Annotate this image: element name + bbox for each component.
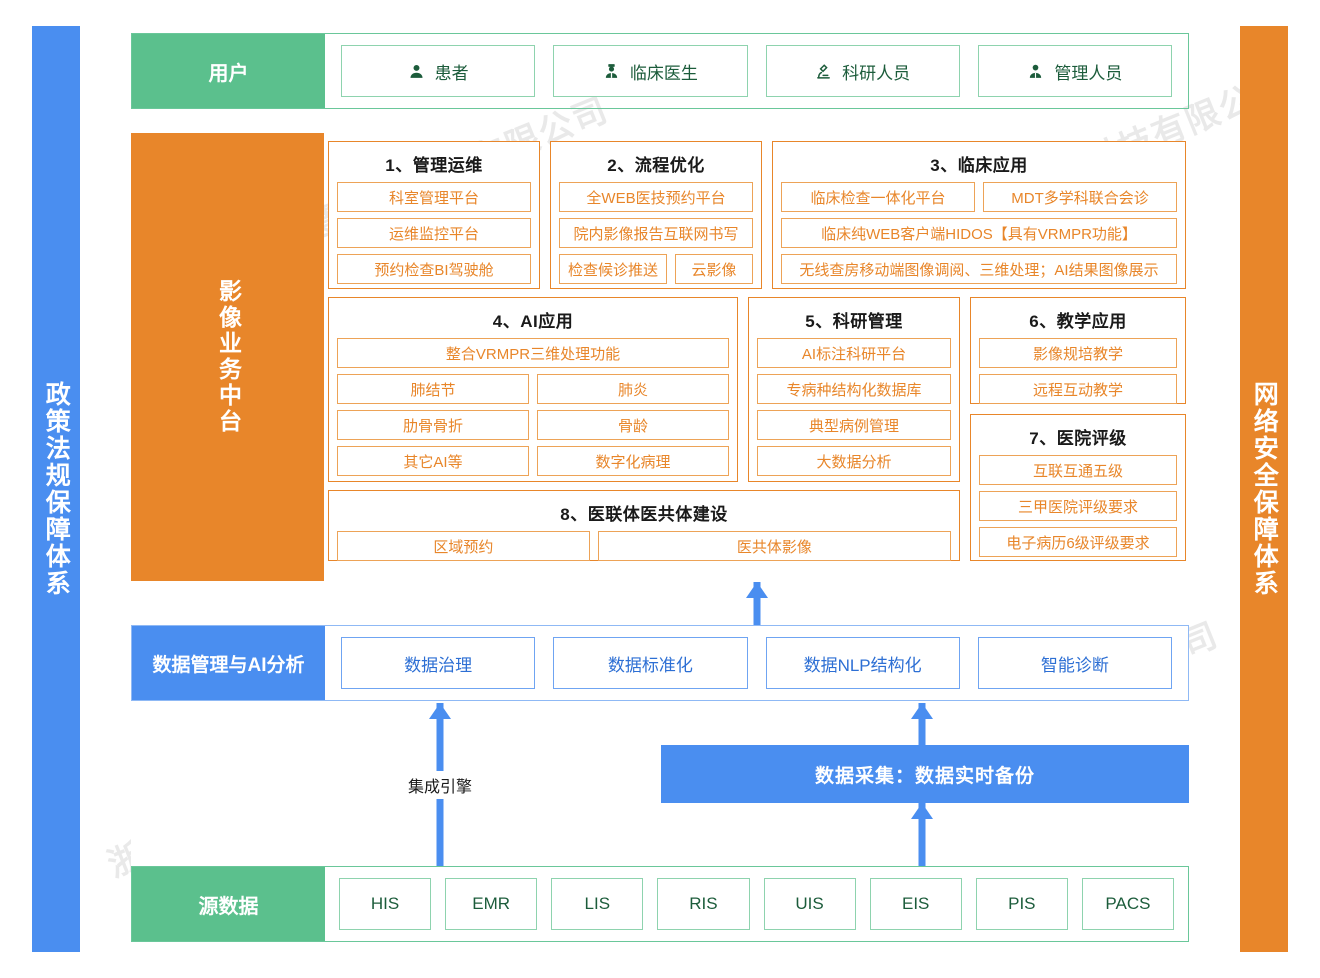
group-item[interactable]: 预约检查BI驾驶舱: [337, 254, 531, 284]
user-row-label: 用户: [132, 34, 325, 108]
user-chip-label: 管理人员: [1054, 63, 1123, 83]
group-research-management: 5、科研管理 AI标注科研平台 专病种结构化数据库 典型病例管理 大数据分析: [748, 297, 960, 482]
group-item[interactable]: 区域预约: [337, 531, 590, 561]
arrow-collect-to-data: [909, 703, 935, 746]
data-collection-bar: 数据采集：数据实时备份: [661, 745, 1189, 803]
business-platform-label: 影像业务中台: [131, 133, 324, 581]
policy-pillar-label: 政策法规保障体系: [42, 381, 71, 597]
source-chip-pis[interactable]: PIS: [975, 878, 1068, 930]
source-chip-pacs[interactable]: PACS: [1081, 878, 1174, 930]
group-item[interactable]: 专病种结构化数据库: [757, 374, 951, 404]
user-icon: [408, 63, 425, 80]
user-chip-label: 科研人员: [842, 63, 911, 83]
group-title: 4、AI应用: [492, 312, 574, 331]
group-title: 8、医联体医共体建设: [560, 505, 728, 524]
doctor-icon: [603, 63, 620, 80]
group-management-ops: 1、管理运维 科室管理平台 运维监控平台 预约检查BI驾驶舱: [328, 141, 540, 289]
group-item[interactable]: 整合VRMPR三维处理功能: [337, 338, 729, 368]
group-item[interactable]: 肋骨骨折: [337, 410, 529, 440]
group-item[interactable]: 临床纯WEB客户端HIDOS【具有VRMPR功能】: [781, 218, 1177, 248]
group-clinical-application: 3、临床应用 临床检查一体化平台 MDT多学科联合会诊 临床纯WEB客户端HID…: [772, 141, 1186, 289]
group-item[interactable]: 影像规培教学: [979, 338, 1177, 368]
group-title: 1、管理运维: [385, 156, 483, 175]
arrow-source-to-collect: [909, 803, 935, 866]
group-item[interactable]: 临床检查一体化平台: [781, 182, 975, 212]
source-chip-uis[interactable]: UIS: [763, 878, 856, 930]
group-title: 7、医院评级: [1029, 429, 1127, 448]
data-chip-nlp[interactable]: 数据NLP结构化: [765, 637, 960, 689]
group-item[interactable]: 电子病历6级评级要求: [979, 527, 1177, 557]
group-item[interactable]: 运维监控平台: [337, 218, 531, 248]
group-title: 3、临床应用: [930, 156, 1028, 175]
group-item[interactable]: 肺结节: [337, 374, 529, 404]
microscope-icon: [815, 63, 832, 80]
data-chip-list: 数据治理 数据标准化 数据NLP结构化 智能诊断: [325, 626, 1188, 700]
group-item[interactable]: 其它AI等: [337, 446, 529, 476]
group-item[interactable]: 检查候诊推送: [559, 254, 667, 284]
group-item[interactable]: 大数据分析: [757, 446, 951, 476]
user-chip-label: 临床医生: [629, 63, 698, 83]
data-chip-governance[interactable]: 数据治理: [341, 637, 536, 689]
admin-user-icon: [1027, 63, 1044, 80]
group-item[interactable]: 三甲医院评级要求: [979, 491, 1177, 521]
user-row: 用户 患者 临床医生: [131, 33, 1189, 109]
data-management-row: 数据管理与AI分析 数据治理 数据标准化 数据NLP结构化 智能诊断: [131, 625, 1189, 701]
source-chip-emr[interactable]: EMR: [445, 878, 538, 930]
data-management-label: 数据管理与AI分析: [132, 626, 325, 700]
group-teaching-application: 6、教学应用 影像规培教学 远程互动教学: [970, 297, 1186, 404]
group-item[interactable]: 医共体影像: [597, 531, 951, 561]
policy-pillar: 政策法规保障体系: [32, 26, 80, 952]
group-item[interactable]: 院内影像报告互联网书写: [559, 218, 753, 248]
source-chip-eis[interactable]: EIS: [869, 878, 962, 930]
user-chip-admin[interactable]: 管理人员: [977, 45, 1172, 97]
source-chip-lis[interactable]: LIS: [551, 878, 644, 930]
user-chip-patient[interactable]: 患者: [341, 45, 536, 97]
group-item[interactable]: 云影像: [675, 254, 753, 284]
integration-engine-label: 集成引擎: [370, 771, 510, 799]
data-chip-standardization[interactable]: 数据标准化: [553, 637, 748, 689]
group-item[interactable]: 骨龄: [537, 410, 729, 440]
group-item[interactable]: 无线查房移动端图像调阅、三维处理；AI结果图像展示: [781, 254, 1177, 284]
security-pillar-label: 网络安全保障体系: [1250, 381, 1279, 597]
group-title: 2、流程优化: [607, 156, 705, 175]
group-hospital-rating: 7、医院评级 互联互通五级 三甲医院评级要求 电子病历6级评级要求: [970, 414, 1186, 561]
group-item[interactable]: 互联互通五级: [979, 455, 1177, 485]
group-item[interactable]: AI标注科研平台: [757, 338, 951, 368]
group-item[interactable]: 远程互动教学: [979, 374, 1177, 404]
group-medical-alliance: 8、医联体医共体建设 区域预约 医共体影像: [328, 490, 960, 561]
group-item[interactable]: MDT多学科联合会诊: [983, 182, 1177, 212]
group-title: 6、教学应用: [1029, 312, 1127, 331]
group-item[interactable]: 科室管理平台: [337, 182, 531, 212]
group-ai-application: 4、AI应用 整合VRMPR三维处理功能 肺结节 肺炎 肋骨骨折 骨龄 其它AI…: [328, 297, 738, 482]
user-chip-label: 患者: [434, 63, 469, 83]
user-chip-list: 患者 临床医生: [325, 34, 1188, 108]
user-chip-clinician[interactable]: 临床医生: [553, 45, 748, 97]
group-item[interactable]: 全WEB医技预约平台: [559, 182, 753, 212]
arrow-data-to-platform: [744, 582, 770, 626]
group-title: 5、科研管理: [805, 312, 903, 331]
source-data-label: 源数据: [132, 867, 325, 941]
source-chip-list: HIS EMR LIS RIS UIS EIS PIS PACS: [325, 867, 1188, 941]
source-chip-his[interactable]: HIS: [339, 878, 432, 930]
group-process-optimization: 2、流程优化 全WEB医技预约平台 院内影像报告互联网书写 检查候诊推送 云影像: [550, 141, 762, 289]
user-chip-researcher[interactable]: 科研人员: [765, 45, 960, 97]
group-item[interactable]: 肺炎: [537, 374, 729, 404]
source-chip-ris[interactable]: RIS: [657, 878, 750, 930]
source-data-row: 源数据 HIS EMR LIS RIS UIS EIS PIS PACS: [131, 866, 1189, 942]
business-platform-row: 影像业务中台 1、管理运维 科室管理平台 运维监控平台 预约检查BI驾驶舱 2、…: [131, 133, 1189, 581]
security-pillar: 网络安全保障体系: [1240, 26, 1288, 952]
group-item[interactable]: 典型病例管理: [757, 410, 951, 440]
data-chip-intelligent-diagnosis[interactable]: 智能诊断: [977, 637, 1172, 689]
business-platform-body: 1、管理运维 科室管理平台 运维监控平台 预约检查BI驾驶舱 2、流程优化 全W…: [324, 133, 1189, 581]
group-item[interactable]: 数字化病理: [537, 446, 729, 476]
